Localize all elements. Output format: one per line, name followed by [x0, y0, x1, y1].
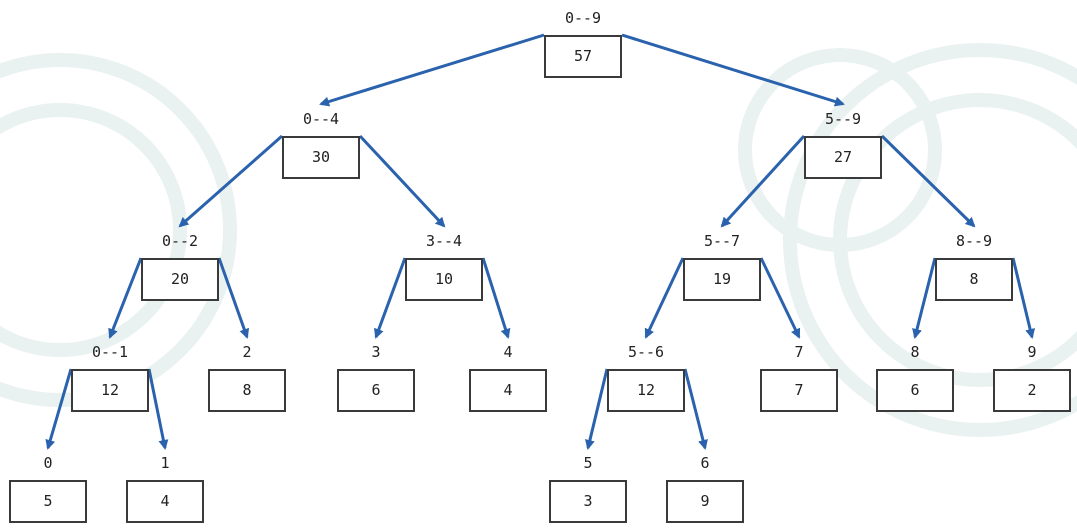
- node-range-label: 0: [43, 454, 53, 472]
- node-range-label: 5--7: [703, 232, 741, 250]
- node-range-label: 2: [242, 343, 252, 361]
- tree-edge-arrow: [759, 257, 801, 339]
- node-value-box: 27: [804, 136, 882, 179]
- deco-ring: [833, 93, 1077, 387]
- node-range-label: 0--9: [564, 9, 602, 27]
- node-value-box: 8: [208, 369, 286, 412]
- node-value-box: 4: [469, 369, 547, 412]
- node-value-box: 6: [876, 369, 954, 412]
- tree-edge-arrow: [45, 368, 73, 450]
- node-value-box: 8: [935, 258, 1013, 301]
- tree-edge-arrow: [319, 33, 545, 107]
- node-value-box: 20: [141, 258, 219, 301]
- tree-edge-arrow: [178, 134, 283, 228]
- node-value-box: 30: [282, 136, 360, 179]
- node-range-label: 7: [794, 343, 804, 361]
- node-value-box: 9: [666, 480, 744, 523]
- tree-edge-arrow: [683, 368, 708, 450]
- node-value-box: 10: [405, 258, 483, 301]
- tree-edge-arrow: [644, 257, 685, 339]
- tree-edge-arrow: [481, 257, 511, 339]
- tree-edge-arrow: [585, 368, 609, 450]
- node-value-box: 4: [126, 480, 204, 523]
- node-range-label: 0--1: [91, 343, 129, 361]
- node-range-label: 3: [371, 343, 381, 361]
- node-range-label: 0--2: [161, 232, 199, 250]
- node-value-box: 12: [607, 369, 685, 412]
- tree-edge-arrow: [1011, 257, 1035, 339]
- deco-ring: [0, 103, 187, 357]
- tree-edge-arrow: [374, 257, 407, 339]
- node-value-box: 57: [544, 35, 622, 78]
- node-value-box: 2: [993, 369, 1071, 412]
- node-range-label: 6: [700, 454, 710, 472]
- tree-edge-arrow: [912, 257, 937, 339]
- tree-edge-arrow: [147, 368, 169, 450]
- node-range-label: 9: [1027, 343, 1037, 361]
- tree-edge-arrow: [108, 257, 143, 339]
- node-range-label: 4: [503, 343, 513, 361]
- tree-edge-arrow: [621, 33, 845, 107]
- node-range-label: 5--6: [627, 343, 665, 361]
- node-range-label: 8: [910, 343, 920, 361]
- node-range-label: 0--4: [302, 110, 340, 128]
- tree-edge-arrow: [358, 134, 446, 228]
- tree-edge-arrow: [720, 134, 806, 228]
- deco-ring: [783, 43, 1077, 437]
- node-value-box: 19: [683, 258, 761, 301]
- node-value-box: 6: [337, 369, 415, 412]
- node-value-box: 3: [549, 480, 627, 523]
- node-range-label: 8--9: [955, 232, 993, 250]
- deco-ring: [0, 53, 237, 407]
- node-value-box: 7: [760, 369, 838, 412]
- tree-edge-arrow: [217, 257, 250, 339]
- node-range-label: 3--4: [425, 232, 463, 250]
- node-range-label: 5--9: [824, 110, 862, 128]
- node-range-label: 1: [160, 454, 170, 472]
- node-range-label: 5: [583, 454, 593, 472]
- node-value-box: 5: [9, 480, 87, 523]
- node-value-box: 12: [71, 369, 149, 412]
- tree-edge-arrow: [880, 134, 976, 228]
